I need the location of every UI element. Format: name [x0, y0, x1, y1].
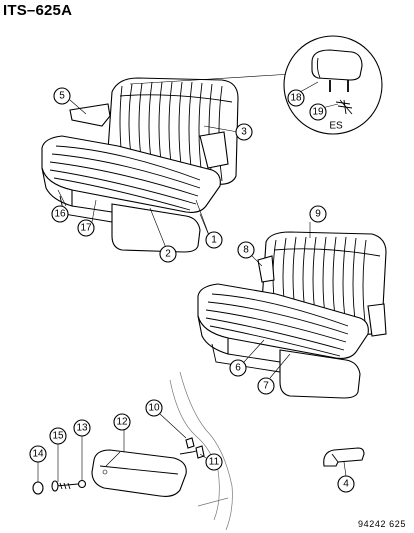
svg-text:5: 5 — [59, 91, 65, 102]
callout-12 — [113, 413, 131, 431]
callout-4 — [337, 475, 355, 493]
headrest-inset: ES — [283, 35, 383, 135]
catalog-code: 94242 625 — [358, 519, 406, 529]
callout-19 — [309, 103, 327, 121]
svg-text:19: 19 — [312, 107, 324, 118]
svg-text:3: 3 — [241, 127, 247, 138]
svg-text:8: 8 — [243, 245, 249, 256]
svg-text:6: 6 — [235, 363, 241, 374]
callout-13 — [73, 419, 91, 437]
callout-3 — [235, 123, 253, 141]
bench-seat-upper — [41, 73, 293, 253]
svg-text:7: 7 — [263, 381, 269, 392]
trim-cover-part — [91, 449, 187, 497]
svg-text:13: 13 — [76, 423, 88, 434]
callouts: 1 2 3 4 5 6 7 8 9 10 — [29, 87, 355, 493]
callout-2 — [159, 245, 177, 263]
bolt-parts — [169, 371, 233, 531]
inset-label: ES — [329, 121, 343, 132]
svg-text:18: 18 — [290, 93, 302, 104]
svg-text:14: 14 — [32, 449, 44, 460]
callout-15 — [49, 427, 67, 445]
callout-9 — [309, 205, 327, 223]
svg-text:9: 9 — [315, 209, 321, 220]
callout-5 — [53, 87, 71, 105]
svg-text:10: 10 — [148, 403, 160, 414]
svg-text:12: 12 — [116, 417, 128, 428]
figure-id: ITS–625A — [3, 2, 73, 19]
callout-17 — [77, 219, 95, 237]
callout-14 — [29, 445, 47, 463]
svg-text:2: 2 — [165, 249, 171, 260]
fastener-parts — [32, 479, 87, 495]
callout-18 — [287, 89, 305, 107]
svg-text:11: 11 — [209, 457, 220, 468]
svg-text:16: 16 — [54, 209, 66, 220]
handle-part — [323, 447, 365, 467]
svg-text:15: 15 — [52, 431, 64, 442]
svg-text:1: 1 — [211, 235, 217, 246]
callout-10 — [145, 399, 163, 417]
callout-1 — [205, 231, 223, 249]
callout-11 — [205, 453, 223, 471]
svg-text:4: 4 — [343, 479, 349, 490]
svg-text:17: 17 — [80, 223, 92, 234]
bench-seat-lower — [197, 231, 387, 399]
callout-16 — [51, 205, 69, 223]
callout-6 — [229, 359, 247, 377]
callout-7 — [257, 377, 275, 395]
callout-8 — [237, 241, 255, 259]
